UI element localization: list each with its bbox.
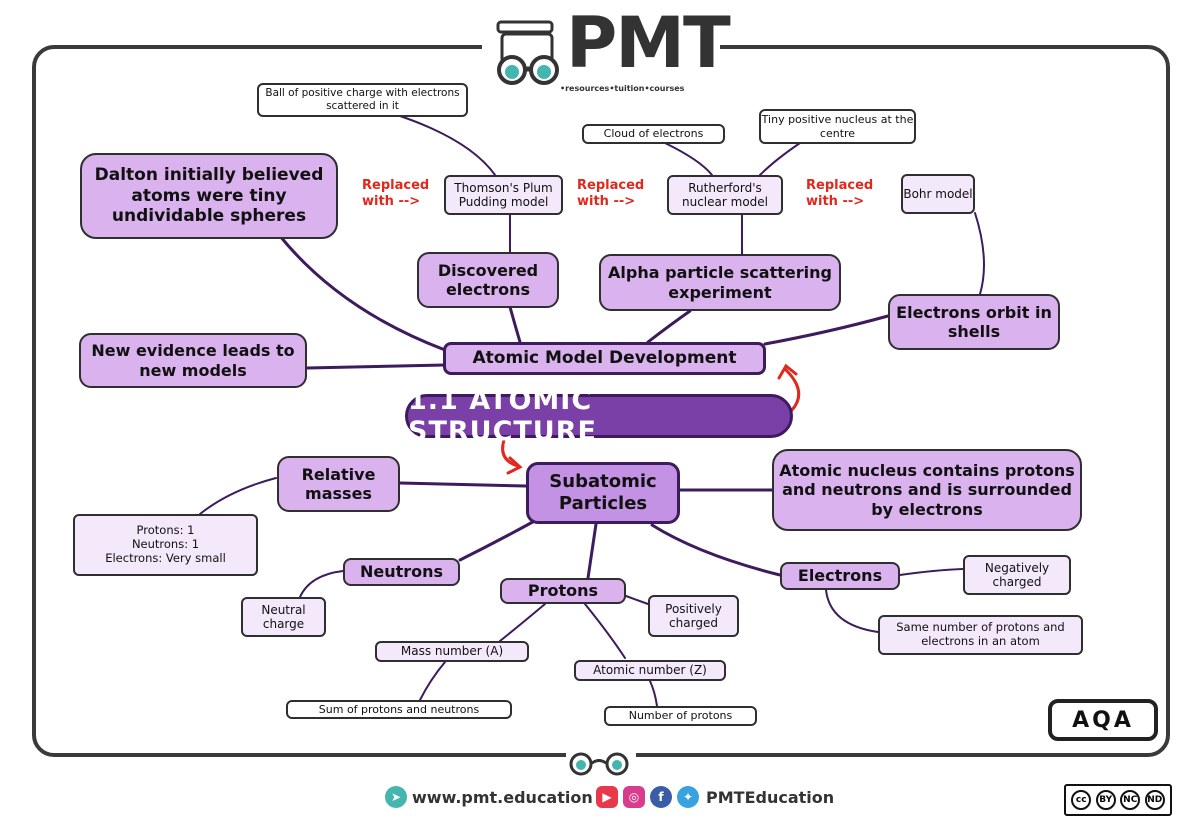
neutral-charge-box: Neutral charge (241, 597, 326, 637)
instagram-icon[interactable]: ◎ (623, 786, 645, 808)
creative-commons-badge[interactable]: cc BY NC ND (1064, 784, 1172, 816)
nd-icon: ND (1144, 790, 1165, 810)
main-title: 1.1 ATOMIC STRUCTURE (405, 385, 793, 447)
dalton-box: Dalton initially believed atoms were tin… (80, 153, 338, 239)
cursor-icon: ➤ (385, 786, 407, 808)
logo-subtitle: •resources•tuition•courses (560, 84, 685, 93)
alpha-scattering-box: Alpha particle scattering experiment (599, 254, 841, 311)
sum-protons-neutrons-box: Sum of protons and neutrons (286, 700, 512, 719)
atomic-number-box: Atomic number (Z) (574, 660, 726, 681)
rutherford-model-box: Rutherford's nuclear model (667, 175, 783, 215)
thomson-description-box: Ball of positive charge with electrons s… (257, 83, 468, 117)
logo-text: PMT (566, 2, 731, 84)
electrons-orbit-box: Electrons orbit in shells (888, 294, 1060, 350)
twitter-icon[interactable]: ✦ (677, 786, 699, 808)
by-icon: BY (1095, 790, 1116, 810)
youtube-icon[interactable]: ▶ (596, 786, 618, 808)
number-of-protons-box: Number of protons (604, 706, 757, 726)
nc-icon: NC (1120, 790, 1141, 810)
glasses-book-logo-icon (496, 20, 559, 85)
discovered-electrons-box: Discovered electrons (417, 252, 559, 308)
replaced-with-label-1: Replaced with --> (362, 178, 430, 210)
new-evidence-box: New evidence leads to new models (79, 333, 307, 388)
atomic-nucleus-box: Atomic nucleus contains protons and neut… (772, 449, 1082, 531)
positively-charged-box: Positively charged (648, 595, 739, 637)
protons-box: Protons (500, 578, 626, 604)
cloud-of-electrons-box: Cloud of electrons (582, 124, 725, 144)
relative-masses-box: Relative masses (277, 456, 400, 512)
negatively-charged-box: Negatively charged (963, 555, 1071, 595)
replaced-with-label-3: Replaced with --> (806, 178, 874, 210)
website-link[interactable]: www.pmt.education (412, 788, 593, 807)
same-number-box: Same number of protons and electrons in … (878, 615, 1083, 655)
aqa-badge: AQA (1048, 699, 1158, 741)
masses-list-box: Protons: 1 Neutrons: 1 Electrons: Very s… (73, 514, 258, 576)
facebook-icon[interactable]: f (650, 786, 672, 808)
mass-number-box: Mass number (A) (375, 641, 529, 662)
electrons-box: Electrons (780, 562, 900, 590)
subatomic-particles-hub: Subatomic Particles (526, 462, 680, 524)
tiny-nucleus-box: Tiny positive nucleus at the centre (759, 109, 916, 144)
bohr-model-box: Bohr model (901, 174, 975, 214)
neutrons-box: Neutrons (343, 558, 460, 586)
cc-icon: cc (1071, 790, 1092, 810)
social-handle[interactable]: PMTEducation (706, 788, 835, 807)
thomson-model-box: Thomson's Plum Pudding model (444, 175, 563, 215)
atomic-model-development-hub: Atomic Model Development (443, 342, 766, 375)
replaced-with-label-2: Replaced with --> (577, 178, 645, 210)
glasses-footer-icon (569, 752, 629, 776)
